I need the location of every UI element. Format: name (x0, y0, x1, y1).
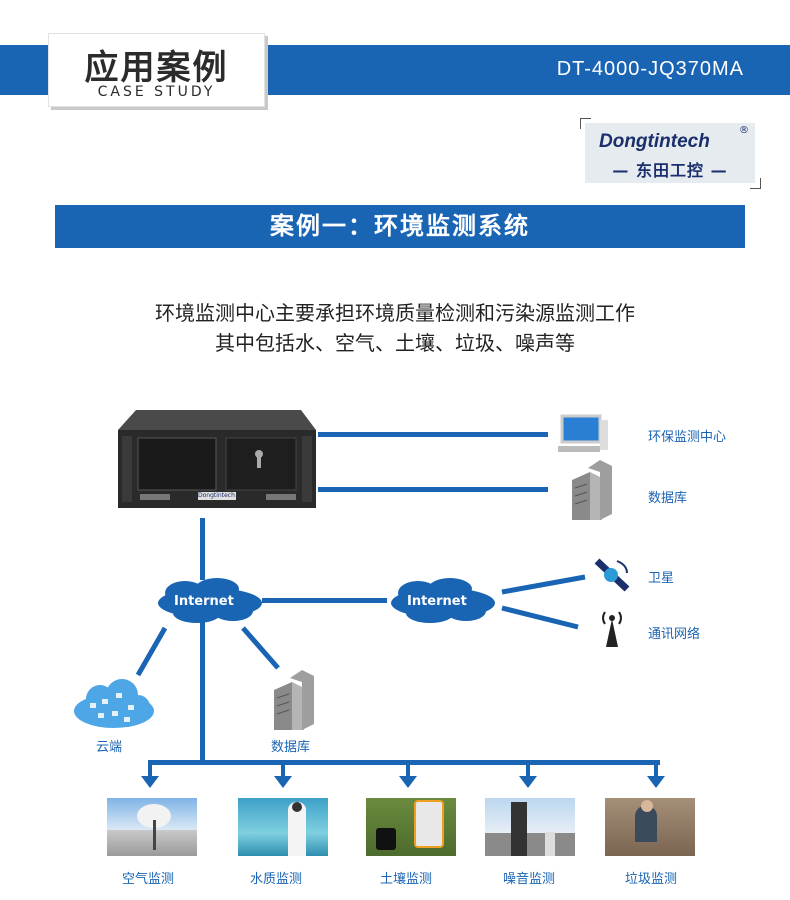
air-monitoring-photo (107, 798, 197, 856)
internet-label: Internet (174, 594, 234, 609)
connector-line (148, 760, 660, 765)
server-brand: Dongtintech (198, 492, 235, 499)
bottom-label: 空气监测 (122, 872, 175, 887)
node-label: 通讯网络 (648, 627, 701, 642)
logo-text-zh: — 东田工控 — (612, 161, 728, 180)
connector-line (318, 432, 548, 437)
satellite-icon (594, 558, 630, 592)
cloud-label: 云端 (96, 740, 123, 755)
description-line-2: 其中包括水、空气、土壤、垃圾、噪声等 (215, 331, 575, 355)
corner-mark (580, 118, 591, 129)
brand-logo: Dongtintech ® — 东田工控 — (585, 123, 755, 183)
connector-line (262, 598, 387, 603)
internet-label: Internet (407, 594, 467, 609)
water-monitoring-photo (238, 798, 328, 856)
monitor-icon (558, 414, 608, 452)
bottom-label: 土壤监测 (380, 872, 433, 887)
logo-text: Dongtintech (599, 131, 710, 152)
page-subtitle: CASE STUDY (97, 84, 216, 100)
garbage-monitoring-photo (605, 798, 695, 856)
description-line-1: 环境监测中心主要承担环境质量检测和污染源监测工作 (155, 301, 635, 325)
bottom-label: 水质监测 (250, 872, 303, 887)
database-server-icon (274, 670, 314, 730)
bottom-label: 垃圾监测 (625, 872, 678, 887)
internet-cloud-icon (158, 578, 262, 623)
registered-mark: ® (739, 125, 749, 136)
corner-mark (750, 178, 761, 189)
connector-line (200, 518, 205, 580)
cloud-service-icon (74, 679, 154, 728)
model-number: DT-4000-JQ370MA (556, 58, 744, 80)
title-card: 应用案例 CASE STUDY (48, 33, 265, 107)
node-label: 环保监测中心 (648, 430, 727, 445)
db-label: 数据库 (271, 740, 311, 755)
connector-line (318, 487, 548, 492)
connector-line (200, 622, 205, 762)
page-title: 应用案例 (84, 48, 229, 88)
node-label: 卫星 (648, 571, 675, 586)
server-chassis-icon (118, 410, 316, 508)
node-label: 数据库 (648, 491, 688, 506)
case-title: 案例一：环境监测系统 (55, 205, 745, 248)
internet-cloud-icon (391, 578, 495, 623)
antenna-icon (602, 611, 622, 647)
soil-monitoring-photo (366, 798, 456, 856)
database-server-icon (572, 460, 612, 520)
bottom-label: 噪音监测 (503, 872, 556, 887)
noise-monitoring-photo (485, 798, 575, 856)
